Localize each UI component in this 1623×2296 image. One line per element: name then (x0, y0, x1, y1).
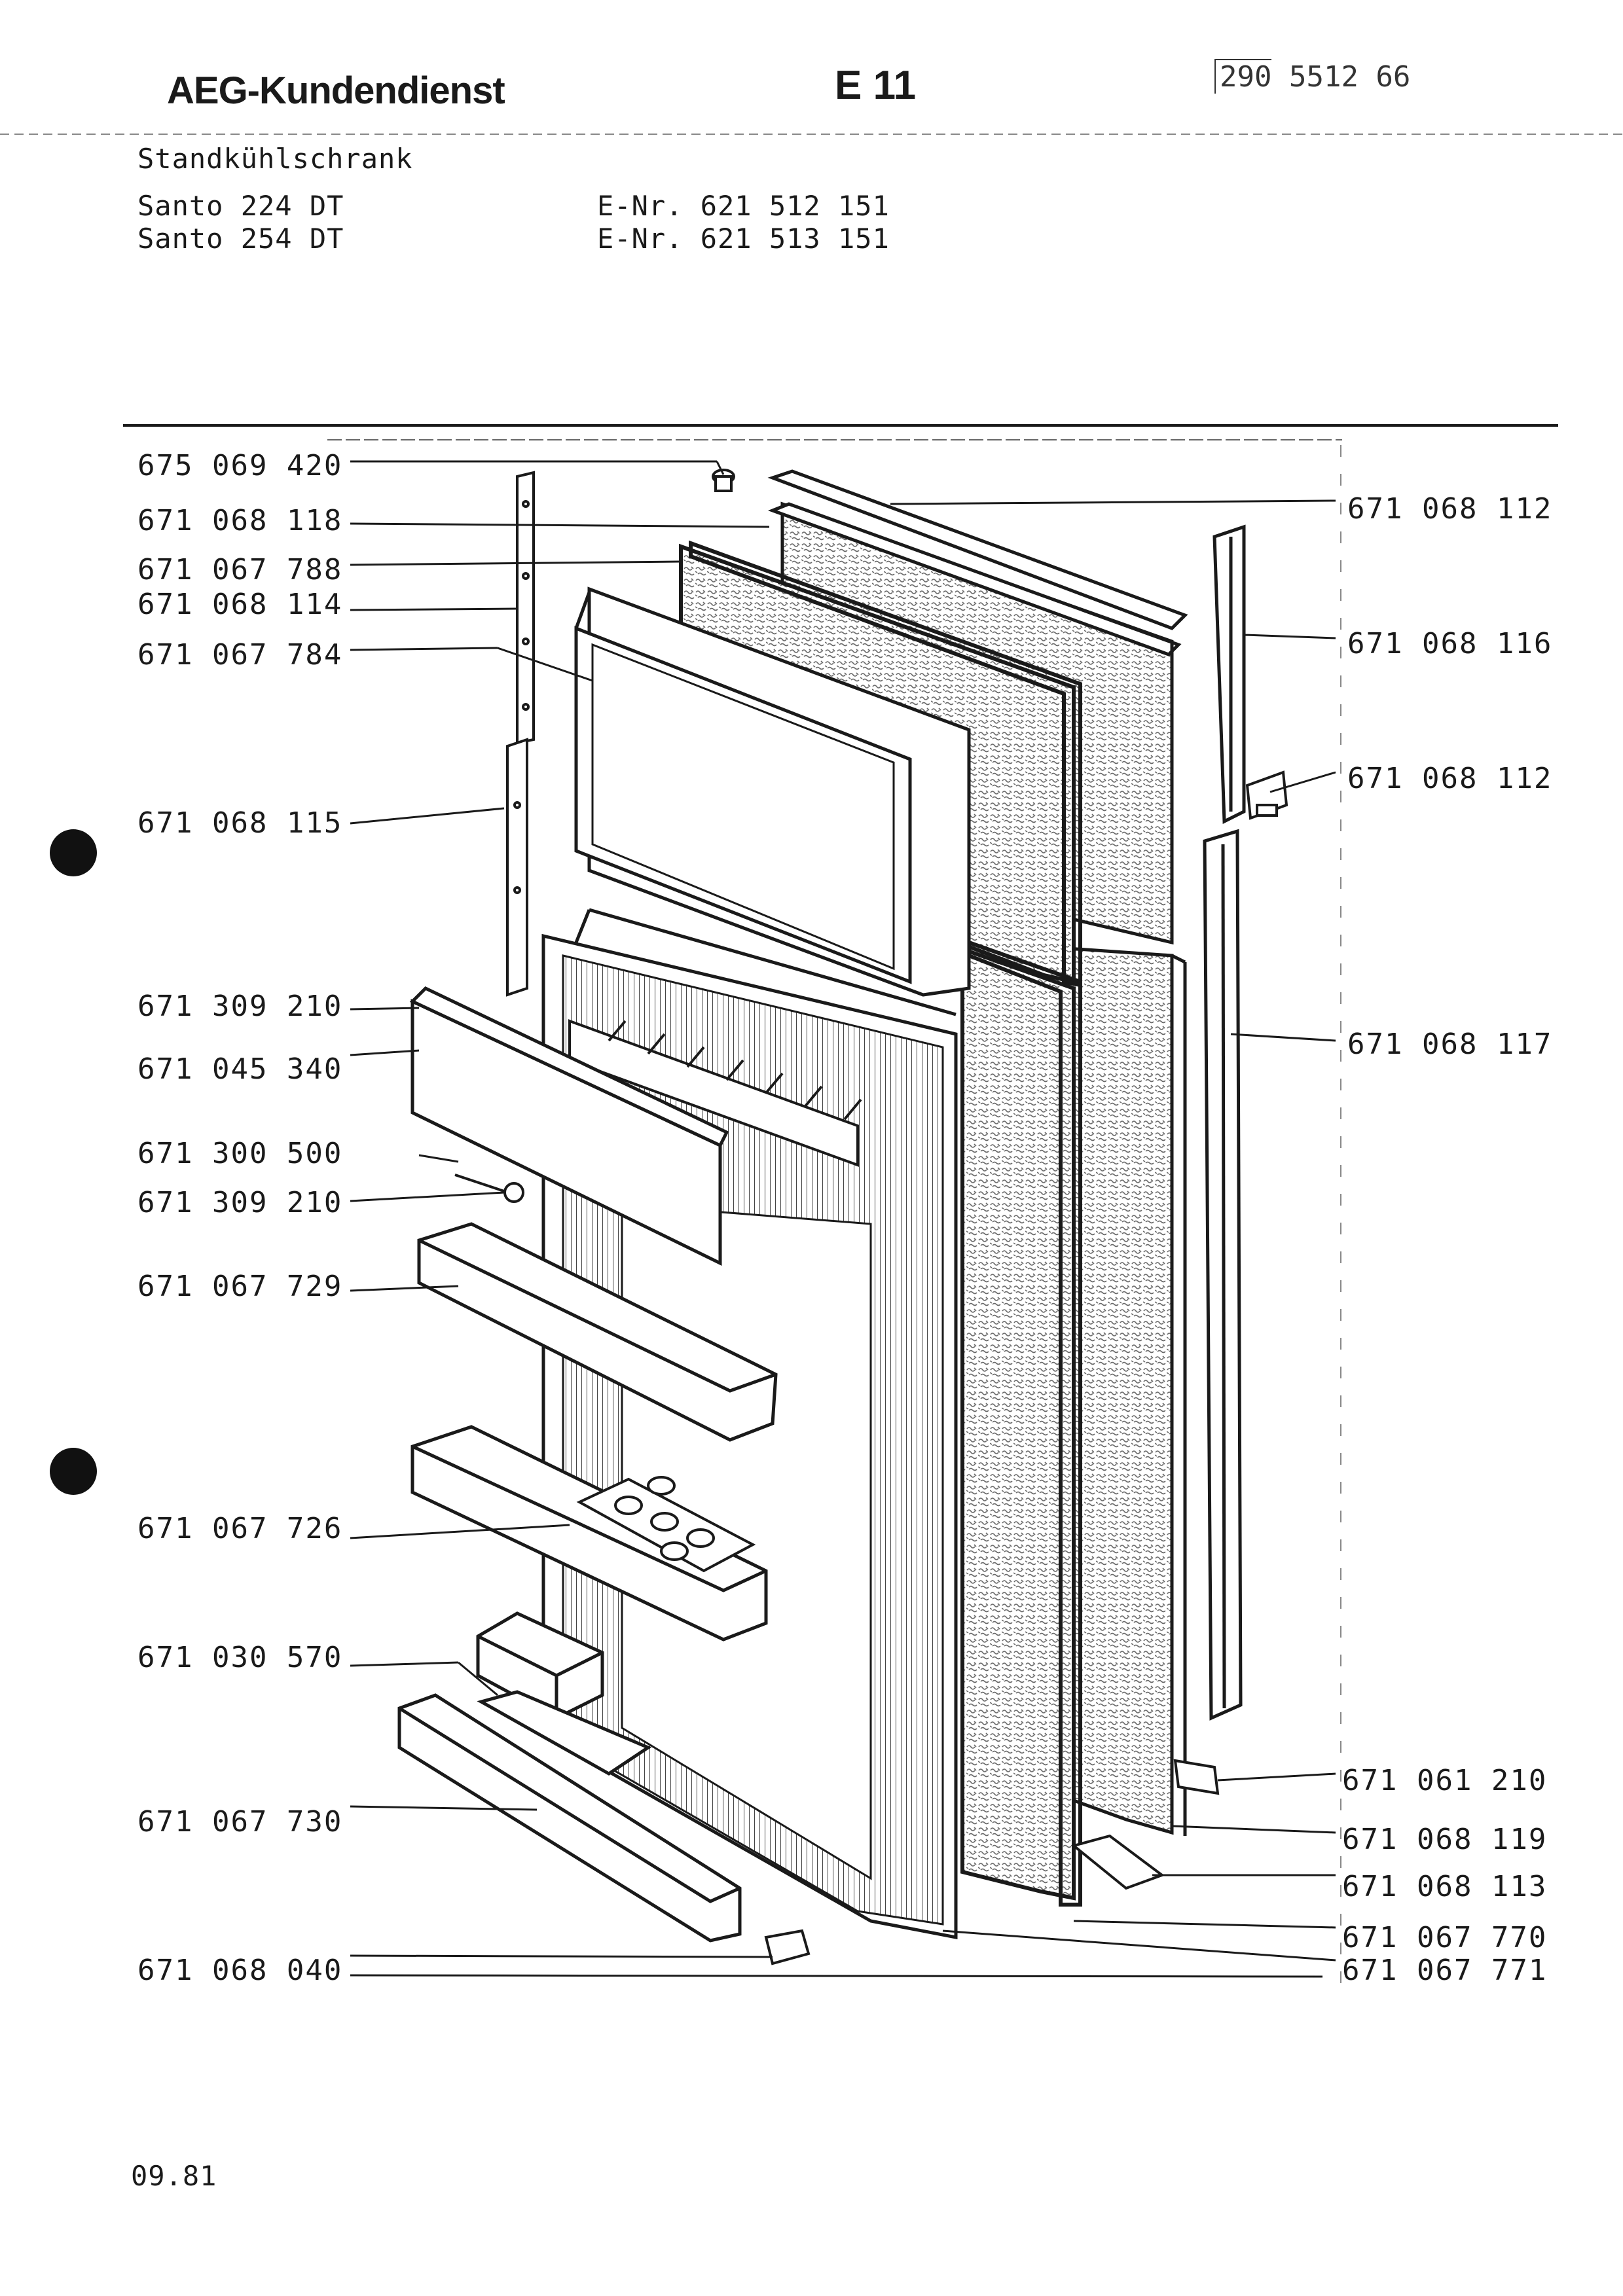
page-code: E 11 (835, 63, 917, 108)
footer-date: 09.81 (131, 2160, 217, 2192)
part-label-left: 671 300 500 (137, 1137, 343, 1170)
part-label-right: 671 061 210 (1342, 1764, 1548, 1797)
freezer-door (574, 586, 971, 997)
part-label-left: 671 068 040 (137, 1954, 343, 1987)
part-label-left: 671 067 788 (137, 553, 343, 586)
product-category: Standkühlschrank (137, 143, 413, 175)
side-strip-upper (1213, 524, 1246, 824)
butter-dish (477, 1690, 652, 1776)
leader-lines-left (350, 460, 1323, 1978)
model-enr-2: E-Nr. 621 513 151 (597, 223, 890, 255)
door-shelf-upper (417, 1222, 778, 1442)
top-cover-strip (767, 469, 1188, 630)
brand-title: AEG-Kundendienst (167, 69, 505, 112)
part-label-left: 671 309 210 (137, 990, 343, 1023)
part-label-left: 671 045 340 (137, 1052, 343, 1086)
part-label-right: 671 068 113 (1342, 1870, 1548, 1903)
part-label-left: 671 067 730 (137, 1805, 343, 1839)
part-label-left: 671 309 210 (137, 1186, 343, 1219)
part-label-right: 671 068 119 (1342, 1823, 1548, 1856)
model-enr-1: E-Nr. 621 512 151 (597, 190, 890, 222)
door-shelf-lower (410, 1425, 768, 1641)
part-label-right: 671 068 117 (1347, 1028, 1553, 1061)
punch-hole-upper (50, 829, 97, 876)
part-label-right: 671 068 112 (1347, 492, 1553, 526)
part-label-left: 671 067 726 (137, 1512, 343, 1545)
fridge-door-seal (960, 939, 1082, 1907)
part-label-left: 675 069 420 (137, 449, 343, 482)
thermostat-knob (454, 1174, 524, 1203)
part-label-left: 671 068 114 (137, 588, 343, 621)
part-label-left: 671 067 784 (137, 638, 343, 672)
evaporator-slots (568, 1019, 862, 1167)
part-label-left: 671 067 729 (137, 1270, 343, 1303)
butter-box (476, 1611, 604, 1720)
part-label-right: 671 067 771 (1342, 1954, 1548, 1987)
part-label-left: 671 068 118 (137, 504, 343, 537)
small-block (1173, 1759, 1220, 1795)
document-number: 290 5512 66 (1214, 59, 1411, 94)
hinge-strip-lower (506, 738, 528, 997)
butter-compartment (409, 986, 729, 1266)
hinge-bracket-right (1245, 770, 1288, 820)
bottom-rail-right (1070, 1834, 1165, 1890)
hinge-strip-upper (516, 471, 535, 745)
part-label-right: 671 067 770 (1342, 1921, 1548, 1954)
leader-lines-right (890, 499, 1336, 1962)
part-label-right: 671 068 116 (1347, 627, 1553, 660)
document-number-rest: 5512 66 (1288, 60, 1411, 94)
model-name-1: Santo 224 DT (137, 190, 344, 222)
part-label-left: 671 030 570 (137, 1641, 343, 1674)
punch-hole-lower (50, 1448, 97, 1495)
part-label-left: 671 068 115 (137, 806, 343, 840)
screw-675069420 (712, 469, 735, 492)
model-name-2: Santo 254 DT (137, 223, 344, 255)
part-label-right: 671 068 112 (1347, 762, 1553, 795)
side-strip-lower (1203, 829, 1243, 1721)
egg-tray (576, 1476, 756, 1573)
bottle-shelf (397, 1693, 742, 1943)
bottom-hinge (764, 1929, 811, 1965)
document-number-prefix: 290 (1214, 59, 1272, 94)
